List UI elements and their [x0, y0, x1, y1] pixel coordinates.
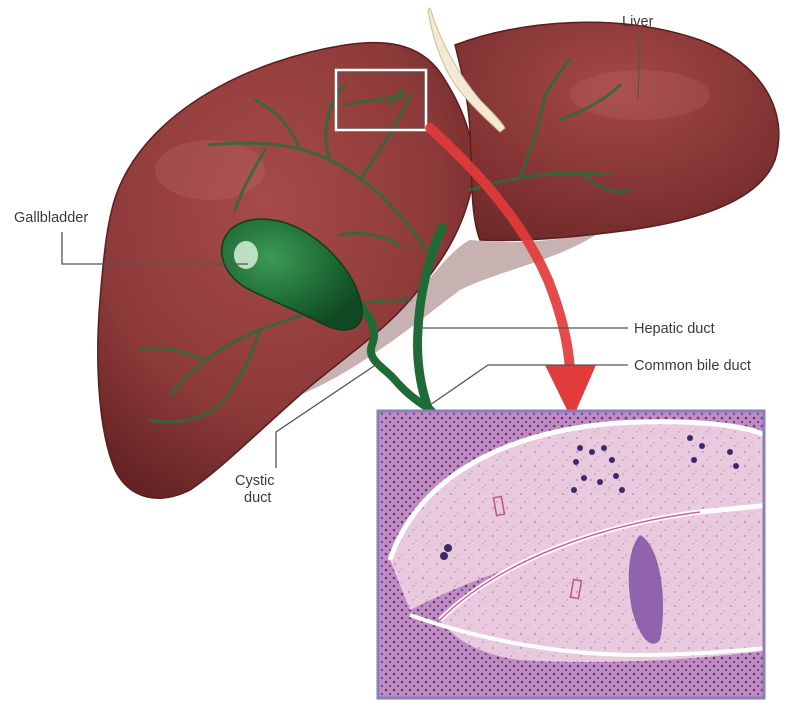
liver-highlight — [570, 70, 710, 120]
label-cystic-duct-line1: Cystic — [235, 473, 274, 489]
histology-micrograph — [378, 411, 770, 698]
label-liver: Liver — [622, 14, 654, 30]
label-gallbladder: Gallbladder — [14, 210, 88, 226]
label-hepatic-duct: Hepatic duct — [634, 321, 715, 337]
liver-highlight — [155, 140, 265, 200]
gallbladder-highlight — [234, 241, 258, 269]
label-cystic-duct-line2: duct — [244, 490, 271, 506]
label-common-bile-duct: Common bile duct — [634, 358, 751, 374]
